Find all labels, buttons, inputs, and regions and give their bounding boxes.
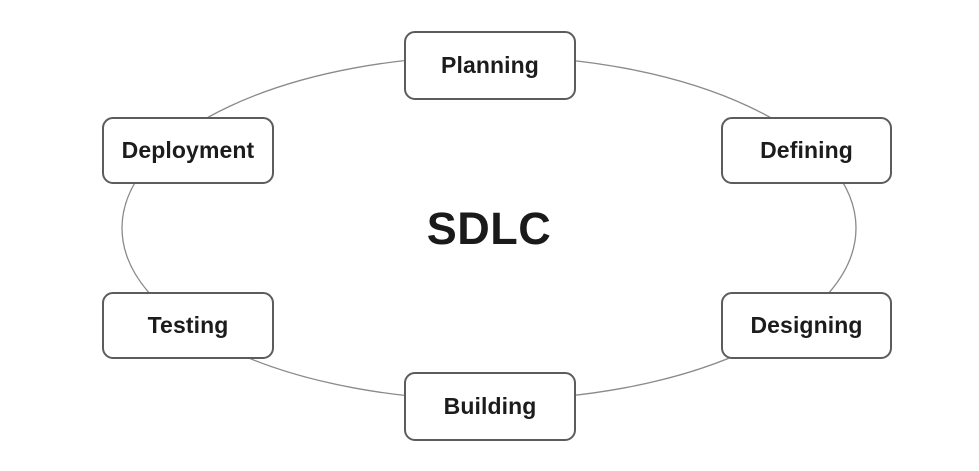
phase-node-designing[interactable]: Designing: [721, 292, 892, 359]
phase-label-testing: Testing: [147, 312, 229, 338]
phase-label-defining: Defining: [760, 137, 853, 163]
phase-label-designing: Designing: [750, 312, 863, 338]
phase-node-building[interactable]: Building: [404, 372, 576, 441]
phase-node-testing[interactable]: Testing: [102, 292, 274, 359]
phase-label-planning: Planning: [441, 52, 539, 78]
phase-node-defining[interactable]: Defining: [721, 117, 892, 184]
phase-label-deployment: Deployment: [121, 137, 255, 163]
phase-label-building: Building: [443, 393, 537, 419]
center-label: SDLC: [426, 202, 552, 254]
phase-node-deployment[interactable]: Deployment: [102, 117, 274, 184]
page-title: SDLC: [389, 198, 589, 258]
phase-node-planning[interactable]: Planning: [404, 31, 576, 100]
